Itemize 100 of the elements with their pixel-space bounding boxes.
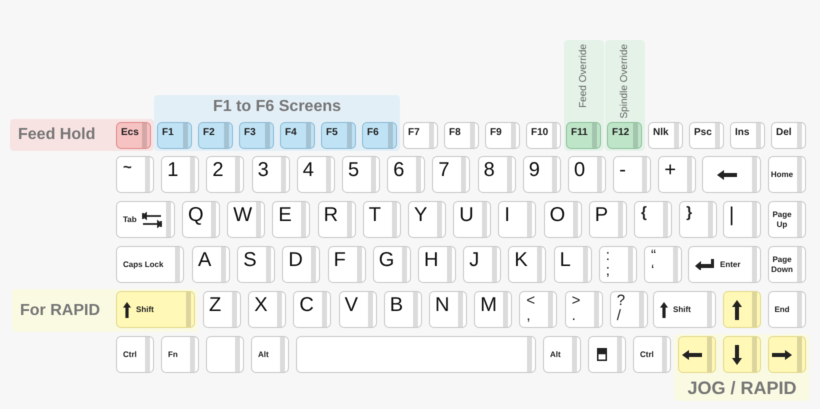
keyboard-key [498,201,536,238]
key-label: End [774,304,790,314]
key-symbol: ‘ [651,263,656,278]
key-label: ~ [122,158,132,175]
keyboard-key [192,246,230,283]
key-label: } [685,203,692,220]
keyboard-key [543,336,581,373]
keyboard-key [116,122,151,149]
keyboard-key [478,156,516,193]
keyboard-key [444,122,479,149]
key-label: N [434,293,450,315]
key-label: Alt [550,350,561,360]
key-label: 2 [211,158,224,180]
band-label: F1 to F6 Screens [212,99,342,115]
keyboard-key [432,156,470,193]
keyboard-key [429,291,467,328]
band-label: JOG / RAPID [687,379,797,397]
keyboard-key [362,201,401,238]
keyboard-key [702,156,761,193]
highlight-band [564,40,604,151]
keyboard-key [387,156,426,193]
keyboard-key [607,122,642,149]
keyboard-key [598,246,637,283]
key-label: F6 [366,126,379,138]
keyboard-key [564,291,603,328]
band-label: Feed Override [579,44,589,108]
key-label: F5 [325,126,338,138]
keyboard-key [280,122,315,149]
key-symbol: ; [606,263,611,278]
keyboard-key [688,246,761,283]
key-label: Shift [136,304,154,314]
key-label: Q [187,203,204,225]
keyboard-key [252,156,290,193]
key-label: L [558,248,571,270]
keyboard-key [648,122,683,149]
keyboard-key [633,336,671,373]
keyboard-key [239,122,274,149]
key-symbol: > [572,293,582,308]
keyboard-key [653,291,716,328]
keyboard-key [116,291,195,328]
highlight-band [10,119,154,151]
key-label: Ctrl [123,350,137,360]
key-label: P [594,203,608,225]
key-label: 1 [166,158,178,180]
keyboard-key [116,246,184,283]
key-label: C [298,293,314,315]
keyboard-key [544,201,582,238]
key-label: O [548,203,566,225]
key-label: Nlk [652,126,669,138]
keyboard-key [206,336,244,373]
key-label: 7 [437,158,450,180]
key-label: { [640,203,647,220]
keyboard-key [689,122,724,149]
key-label: | [728,203,734,225]
keyboard-key [768,291,806,328]
keyboard-key [237,246,276,283]
key-label: D [287,248,303,270]
key-label: F8 [448,126,461,138]
key-label: Page Up [771,210,793,230]
key-label: Page Down [770,254,794,274]
key-label: A [197,248,212,270]
key-symbol: “ [651,248,657,263]
keyboard-key [282,246,320,283]
key-label: R [322,203,338,225]
key-label: F10 [530,126,548,138]
key-label: F11 [570,126,588,138]
keyboard-key [644,246,682,283]
keyboard-key [342,156,380,193]
keyboard-key [116,336,154,373]
key-label: 9 [528,158,540,180]
keyboard-key [403,122,438,149]
keyboard-key [723,201,761,238]
keyboard-key [161,156,200,193]
keyboard-key [227,201,266,238]
keyboard-key [485,122,520,149]
key-symbol: : [606,248,611,263]
key-label: V [344,293,358,315]
key-label: Psc [693,126,712,138]
key-label: 0 [573,158,586,180]
key-label: S [242,248,257,270]
keyboard-key [116,201,175,238]
key-label: Fn [168,350,178,360]
highlight-band [12,289,198,332]
key-symbol: . [572,308,577,323]
key-label: Shift [673,304,691,314]
key-label: F9 [489,126,502,138]
keyboard-key [321,122,356,149]
band-label: For RAPID [20,302,100,318]
key-label: 5 [347,158,360,180]
key-label: F [332,248,346,270]
key-label: 3 [256,158,269,180]
keyboard-key [408,201,446,238]
keyboard-key [658,156,696,193]
key-label: 4 [302,158,314,180]
keyboard-key [318,201,356,238]
keyboard-key [198,122,233,149]
keyboard-key [203,291,241,328]
key-label: X [253,293,268,315]
key-label: H [423,248,438,270]
keyboard-key [554,246,592,283]
